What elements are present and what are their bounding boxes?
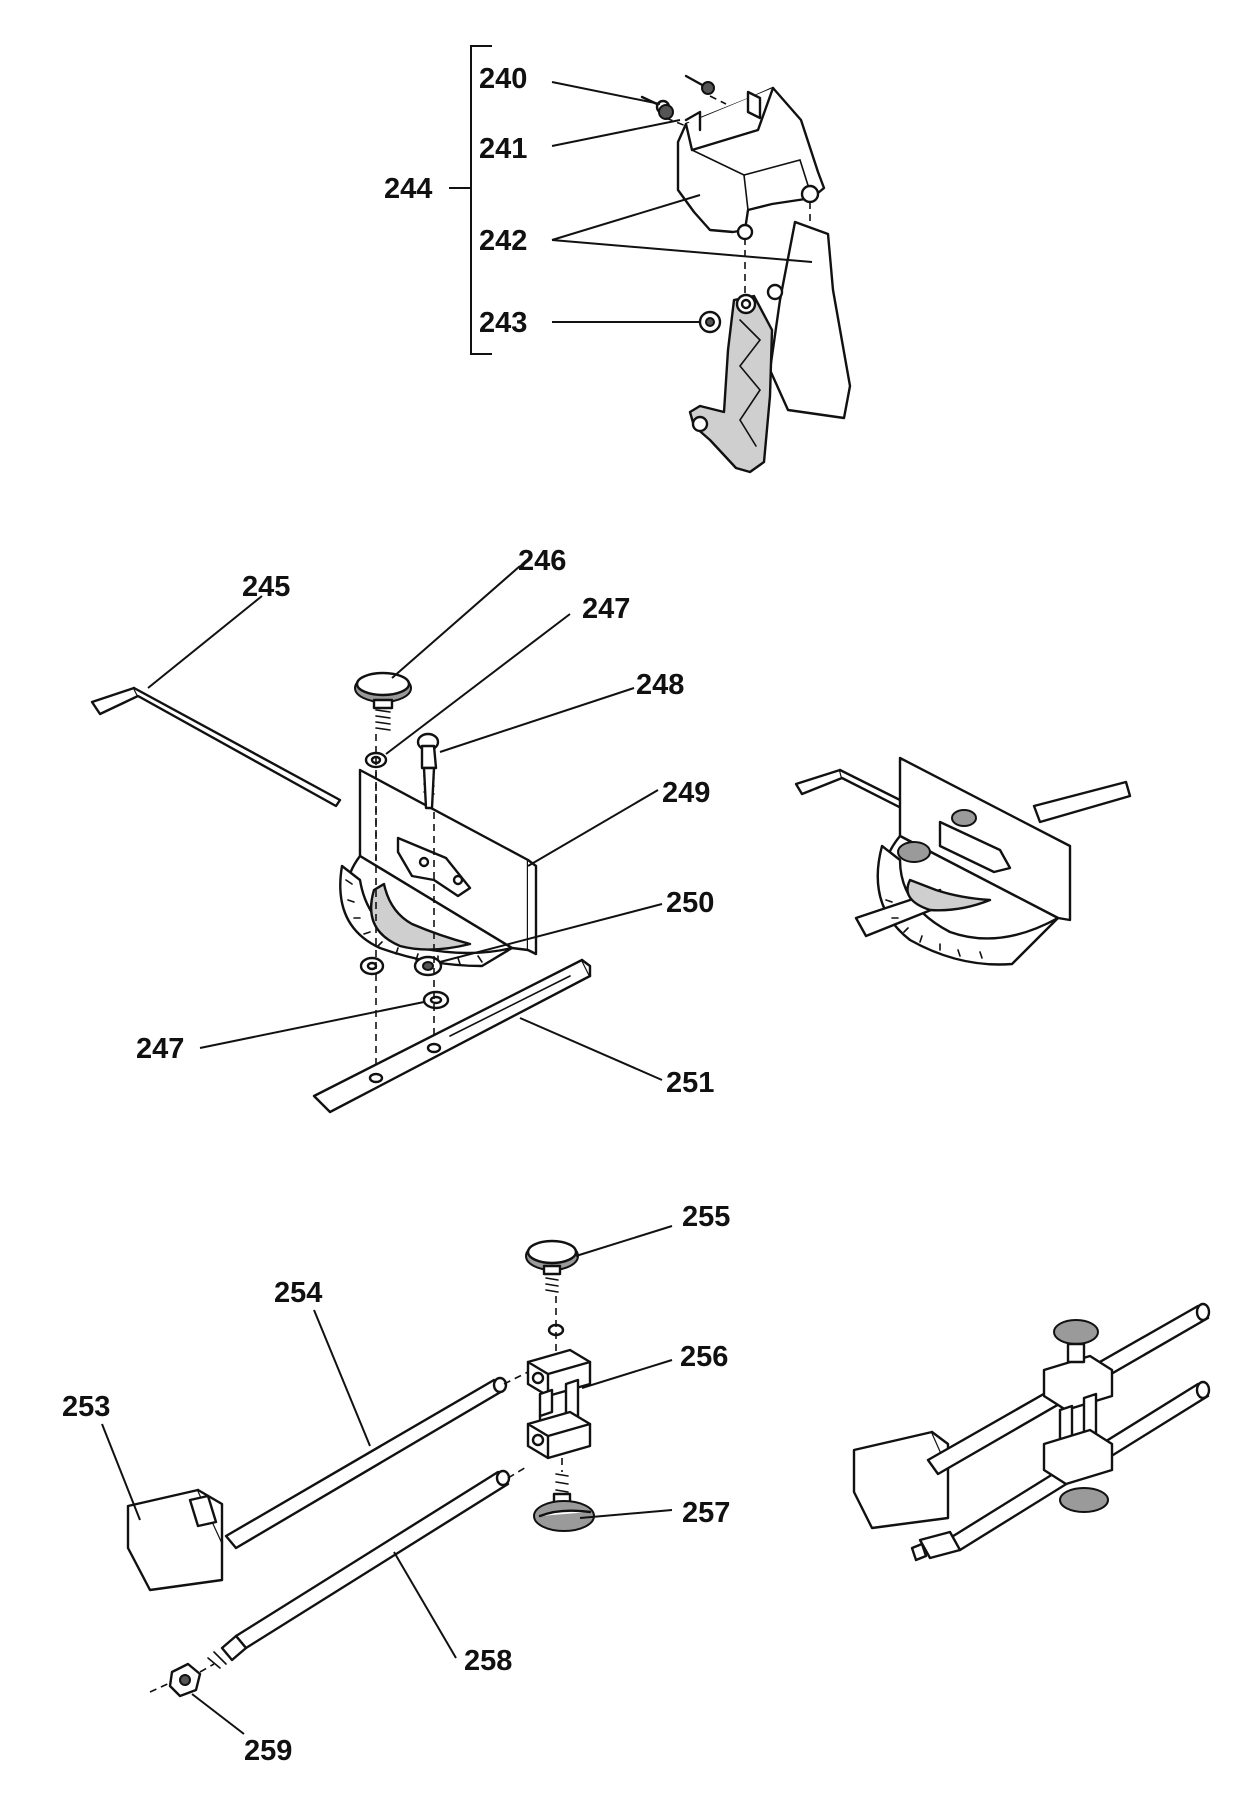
- label-245: 245: [242, 571, 290, 603]
- leader-253: [101, 1423, 141, 1521]
- label-258: 258: [464, 1645, 512, 1677]
- label-246: 246: [518, 545, 566, 577]
- leader-245: [147, 595, 263, 689]
- label-243: 243: [479, 307, 527, 339]
- leader-247a: [385, 613, 571, 755]
- leader-250: [439, 903, 663, 963]
- support-arm-part: [688, 293, 774, 474]
- leader-254: [313, 1309, 371, 1447]
- label-253: 253: [62, 1391, 110, 1423]
- label-257: 257: [682, 1497, 730, 1529]
- label-259: 259: [244, 1735, 292, 1767]
- leader-259: [191, 1693, 245, 1735]
- leader-248: [439, 687, 635, 753]
- splitter-plate-part: [766, 220, 852, 420]
- label-256: 256: [680, 1341, 728, 1373]
- lock-knob-246: [354, 671, 412, 731]
- label-247-top: 247: [582, 593, 630, 625]
- fence-rod-258: [207, 1469, 511, 1669]
- label-242: 242: [479, 225, 527, 257]
- miter-gauge-group: 245 246 247 248 249 250 247 251: [90, 545, 1132, 1114]
- leader-247b: [199, 1001, 425, 1049]
- label-250: 250: [666, 887, 714, 919]
- label-248: 248: [636, 669, 684, 701]
- blade-guard-part: [676, 86, 826, 234]
- leader-251: [519, 1017, 663, 1081]
- label-240: 240: [479, 63, 527, 95]
- label-255: 255: [682, 1201, 730, 1233]
- leader-256: [581, 1359, 673, 1389]
- label-249: 249: [662, 777, 710, 809]
- leader-258: [393, 1551, 457, 1659]
- nut-250: [413, 955, 443, 977]
- leader-249: [527, 789, 659, 867]
- hardware-240-241-243: [640, 74, 754, 334]
- washer-247-lower: [359, 956, 385, 976]
- leader-242b: [551, 239, 813, 263]
- leader-240: [551, 81, 661, 105]
- label-244: 244: [384, 173, 432, 205]
- label-241: 241: [479, 133, 527, 165]
- hex-nut-259: [168, 1662, 202, 1698]
- leader-242a: [551, 194, 701, 241]
- blade-guard-group: 240 241 242 243 244: [384, 45, 852, 474]
- assembly-bracket-244: [470, 45, 492, 355]
- fence-block-253: [126, 1488, 224, 1592]
- leader-255: [575, 1225, 673, 1257]
- label-254: 254: [274, 1277, 322, 1309]
- indicator-rod-part: [90, 686, 342, 808]
- lock-knob-257: [533, 1473, 595, 1532]
- rip-fence-assembled-view: [852, 1302, 1211, 1562]
- miter-bar-part: [312, 958, 592, 1114]
- miter-protractor-part: [339, 768, 538, 968]
- washer-247-bottom: [422, 990, 450, 1010]
- label-251: 251: [666, 1067, 714, 1099]
- fence-rod-254: [224, 1376, 508, 1550]
- leader-246: [391, 565, 521, 679]
- label-247-bottom: 247: [136, 1033, 184, 1065]
- leader-257: [579, 1509, 673, 1519]
- miter-gauge-assembled-view: [794, 756, 1132, 966]
- leader-241: [551, 119, 681, 147]
- rip-fence-group: 253 254 255 256 257 258 259: [62, 1201, 1211, 1767]
- lock-knob-255: [525, 1239, 579, 1337]
- pivot-screw-248: [416, 732, 440, 810]
- clamp-body-256: [526, 1348, 592, 1460]
